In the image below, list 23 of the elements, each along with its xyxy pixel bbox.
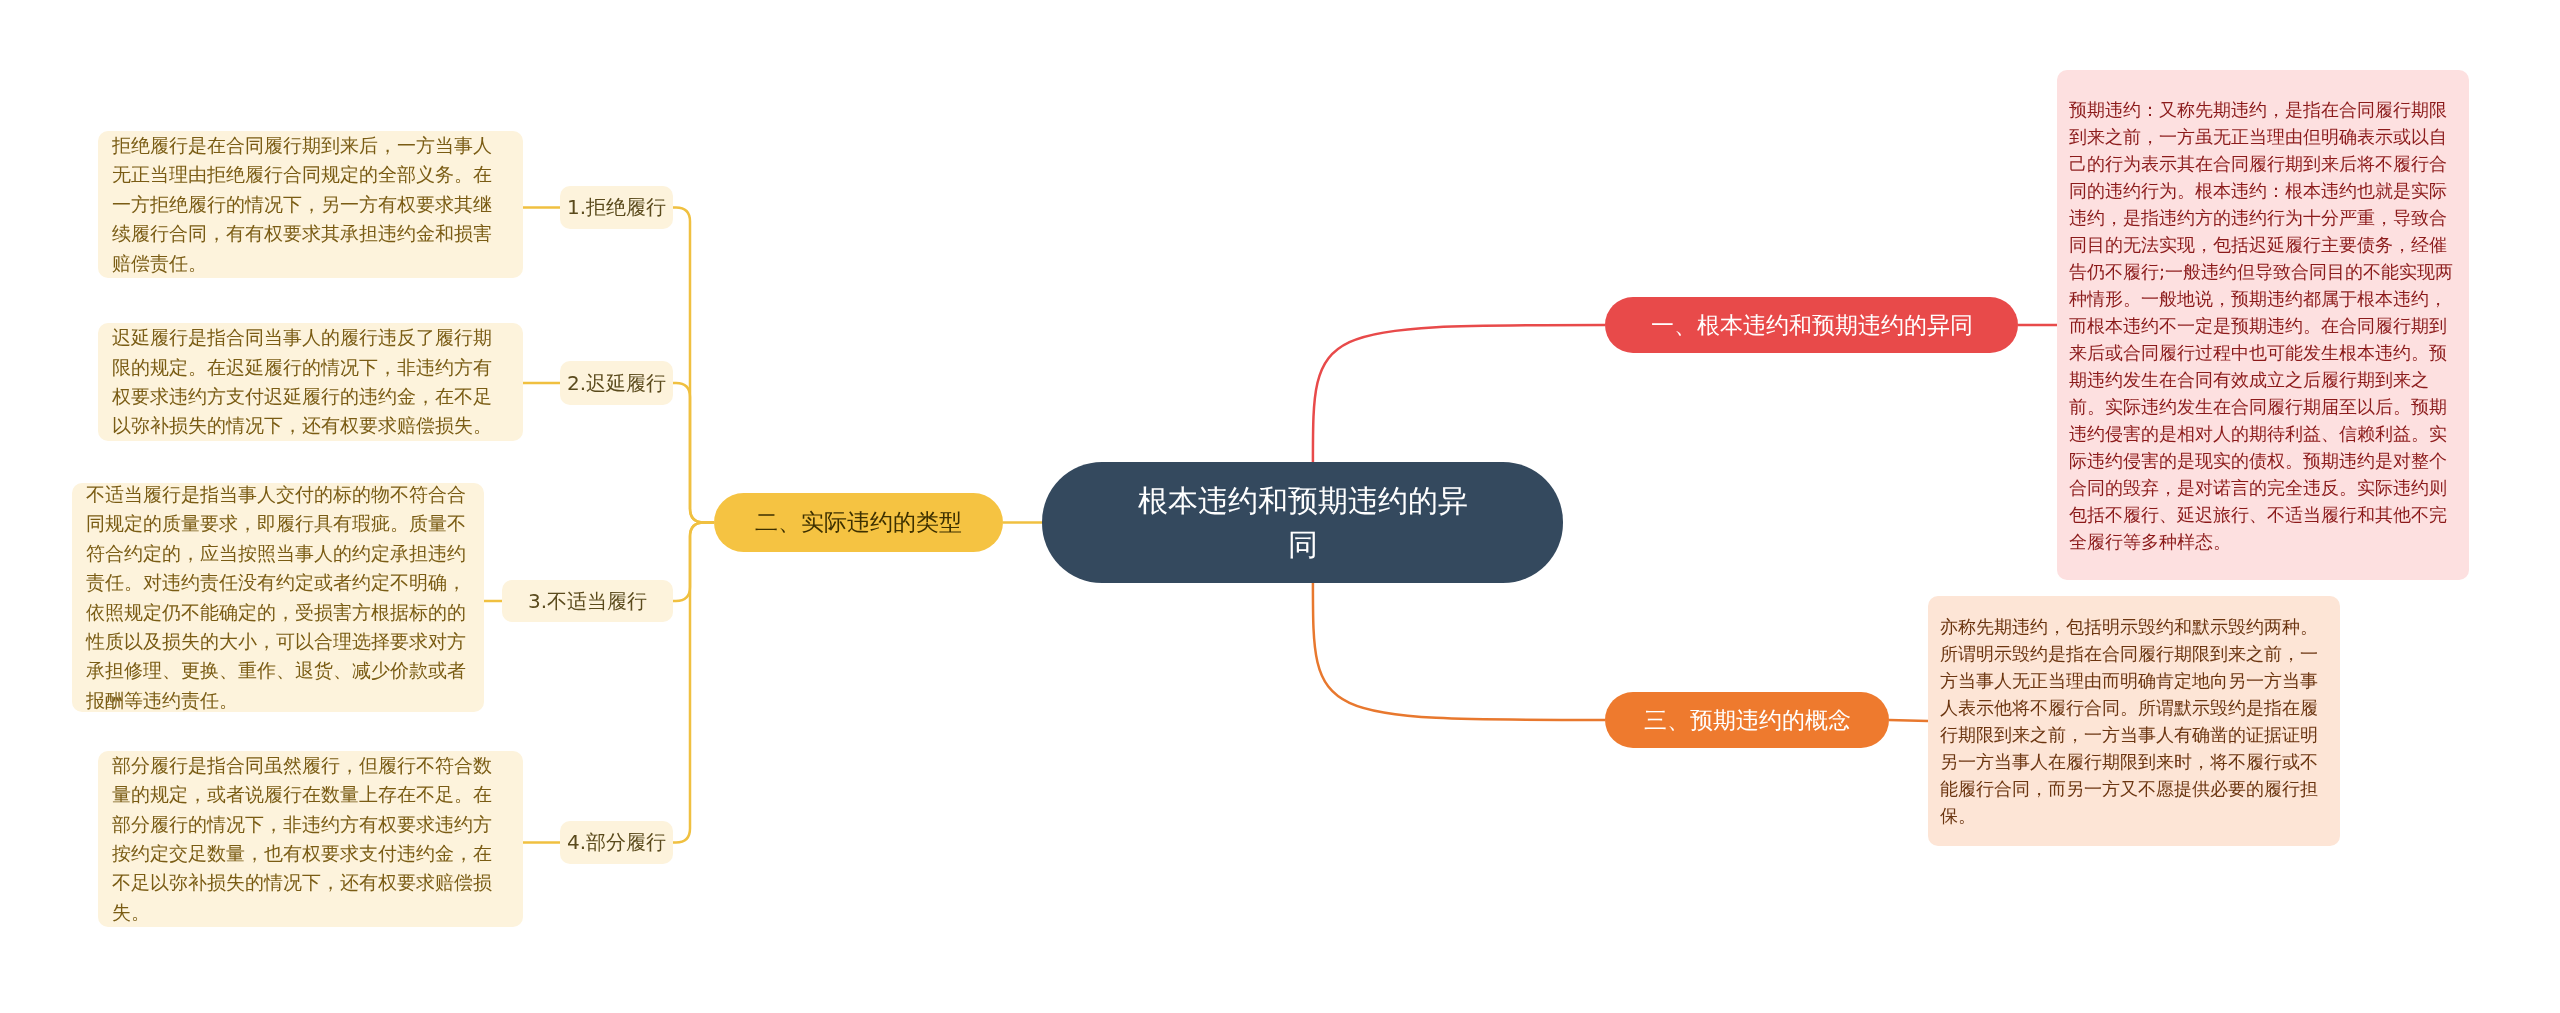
note-card: 不适当履行是指当事人交付的标的物不符合合同规定的质量要求，即履行具有瑕疵。质量不符合约定的，应当按照当事人的约定承担违约责任。对违约责任没有约定或者约定不明确，依照规定仍不能确定的，受损害方根据标的的性质以及损失的大小，可以合理选择要求对方承担修理、更换、重作、退货、减少价款或者报酬等违约责任。 bbox=[72, 483, 484, 712]
subtopic: 2.迟延履行 bbox=[560, 361, 673, 405]
connector-line bbox=[523, 381, 560, 385]
connector-line bbox=[523, 206, 560, 209]
subtopic: 4.部分履行 bbox=[560, 821, 673, 864]
note-card: 拒绝履行是在合同履行期到来后，一方当事人无正当理由拒绝履行合同规定的全部义务。在一方拒绝履行的情况下，另一方有权要求其继续履行合同，有有权要求其承担违约金和损害赔偿责任。 bbox=[98, 131, 523, 278]
connector-line bbox=[523, 841, 560, 844]
connector-line bbox=[1003, 521, 1042, 524]
connector-line bbox=[1311, 583, 1605, 722]
branch-topic: 二、实际违约的类型 bbox=[714, 493, 1003, 552]
connector-line bbox=[1888, 718, 1929, 723]
note-card: 亦称先期违约，包括明示毁约和默示毁约两种。所谓明示毁约是指在合同履行期限到来之前，一方当事人无正当理由而明确肯定地向另一方当事人表示他将不履行合同。所谓默示毁约是指在履行期限到来之前，一方当事人有确凿的证据证明另一方当事人在履行期限到来时，将不履行或不能履行合同，而另一方又不愿提供必要的履行担保。 bbox=[1928, 596, 2340, 846]
subtopic: 3.不适当履行 bbox=[502, 580, 673, 622]
note-card: 部分履行是指合同虽然履行，但履行不符合数量的规定，或者说履行在数量上存在不足。在部分履行的情况下，非违约方有权要求违约方按约定交足数量，也有权要求支付违约金，在不足以弥补损失的情况下，还有权要求赔偿损失。 bbox=[98, 751, 523, 927]
central-topic: 根本违约和预期违约的异同 bbox=[1042, 462, 1563, 583]
branch-topic: 一、根本违约和预期违约的异同 bbox=[1605, 297, 2018, 353]
note-card: 迟延履行是指合同当事人的履行违反了履行期限的规定。在迟延履行的情况下，非违约方有权要求违约方支付迟延履行的违约金，在不足以弥补损失的情况下，还有权要求赔偿损失。 bbox=[98, 323, 523, 441]
subtopic: 1.拒绝履行 bbox=[560, 186, 673, 229]
branch-topic: 三、预期违约的概念 bbox=[1605, 692, 1889, 748]
connector-line bbox=[2018, 323, 2057, 327]
connector-line bbox=[1311, 323, 1605, 462]
connector-line bbox=[673, 521, 714, 844]
note-card: 预期违约：又称先期违约，是指在合同履行期限到来之前，一方虽无正当理由但明确表示或以自己的行为表示其在合同履行期到来后将不履行合同的违约行为。根本违约：根本违约也就是实际违约，是指违约方的违约行为十分严重，导致合同目的无法实现，包括迟延履行主要债务，经催告仍不履行;一般违约但导致合同目的不能实现两种情形。一般地说，预期违约都属于根本违约，而根本违约不一定是预期违约。在合同履行期到来后或合同履行过程中也可能发生根本违约。预期违约发生在合同有效成立之后履行期到来之前。实际违约发生在合同履行期届至以后。预期违约侵害的是相对人的期待利益、信赖利益。实际违约侵害的是现实的债权。预期违约是对整个合同的毁弃，是对诺言的完全违反。实际违约则包括不履行、延迟旅行、不适当履行和其他不完全履行等多种样态。 bbox=[2057, 70, 2469, 580]
